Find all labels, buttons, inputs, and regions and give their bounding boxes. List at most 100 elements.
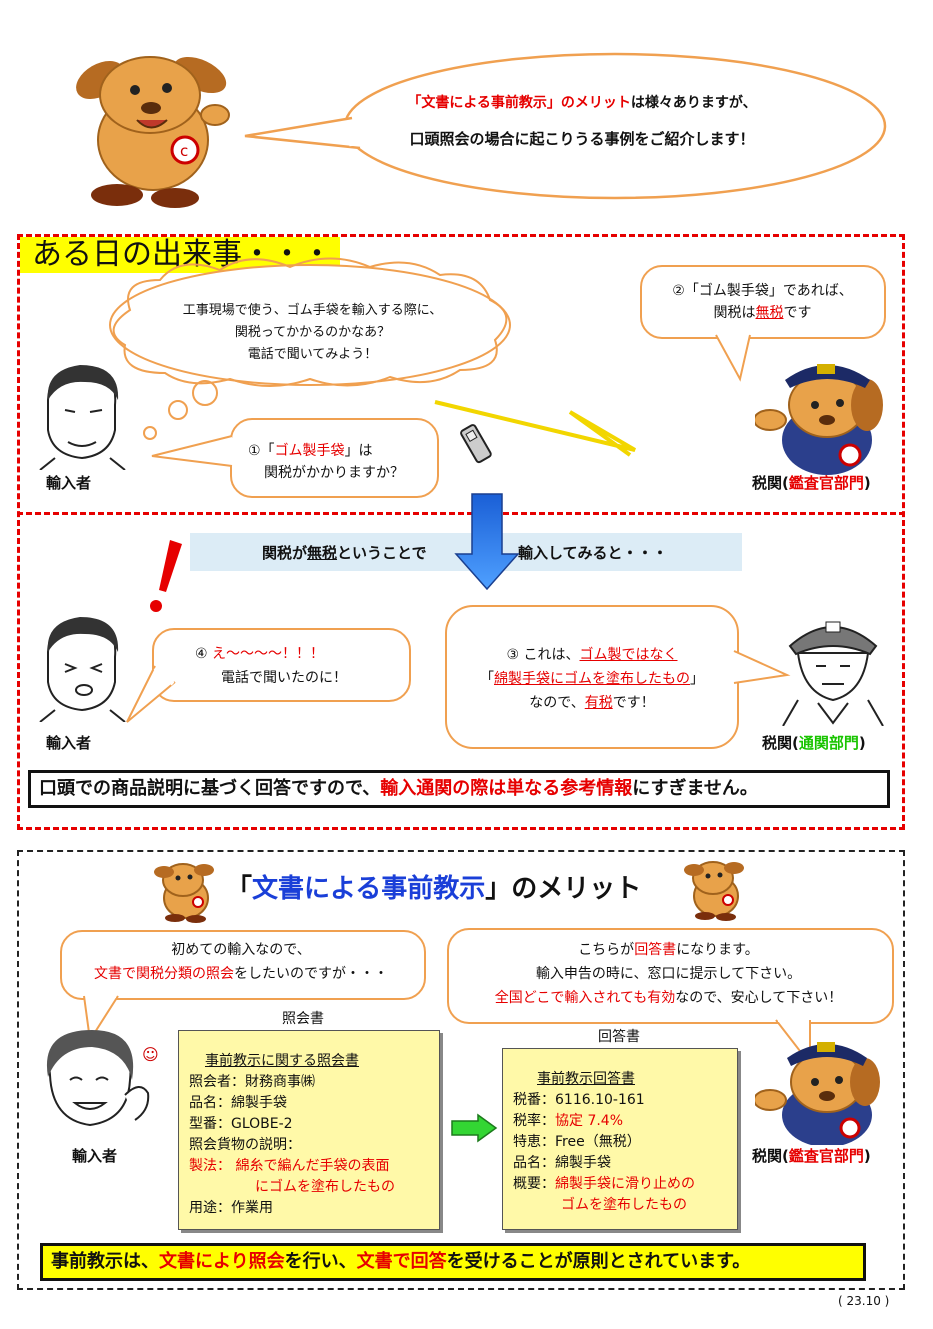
summary-red: 輸入通関の際は単なる参考情報 [380, 778, 633, 799]
answer-heading: 事前教示回答書 [537, 1071, 635, 1087]
principle-post: を受けることが原則とされています。 [446, 1251, 751, 1272]
exclaim-4-text: ④ え～～～～！！！ 電話で聞いたのに！ [195, 642, 347, 690]
svg-text:☺: ☺ [142, 1045, 159, 1064]
a2-red: 無税 [755, 305, 784, 321]
bubble4-tail [126, 665, 176, 723]
exclaim-bubble-4 [152, 628, 411, 702]
customs-mascot-1 [753, 350, 890, 475]
customs-label-1-pre: 税関( [752, 474, 789, 492]
left-bubble-line1: 初めての輸入なので、 [171, 942, 311, 958]
intro-line1: 「文書による事前教示」のメリットは様々ありますが、 [352, 92, 812, 112]
title-mascot-right [680, 856, 750, 921]
thought-text: 工事現場で使う、ゴム手袋を輸入する際に、 関税ってかかるのかなあ？ 電話で聞いて… [140, 300, 485, 366]
left-bubble-red: 文書で関税分類の照会 [94, 966, 234, 982]
a3-line2-post: 」 [690, 671, 704, 687]
answer-delivery-bubble [447, 928, 894, 1024]
title-q2: 」 [485, 874, 512, 904]
q4-red: え～～～～！！！ [212, 646, 325, 662]
answer-2-text: ②「ゴム製手袋」であれば、 関税は無税です [650, 280, 875, 324]
inquiry-row: 型番：GLOBE-2 [189, 1116, 293, 1132]
a3-line1-pre: ③ これは、 [506, 647, 580, 663]
inquiry-row: 照会者：財務商事㈱ [189, 1074, 315, 1090]
right-bubble-pre: こちらが [578, 942, 635, 958]
a3-line3-pre: なので、 [529, 695, 585, 711]
importer-face-2 [30, 612, 130, 723]
right-bubble-line3-post: なので、安心して下さい！ [675, 990, 843, 1006]
answer-row: 特恵：Free（無税） [513, 1134, 641, 1150]
a2-line1: ②「ゴム製手袋」であれば、 [672, 283, 853, 299]
exclamation-icon [150, 540, 182, 612]
importer-label-2: 輸入者 [46, 734, 92, 752]
importer-woman-face: ☺ [30, 1025, 170, 1143]
answer-bubble-3 [445, 605, 739, 749]
answer-bubble-2 [640, 265, 886, 339]
oral-summary-box: 口頭での商品説明に基づく回答ですので、輸入通関の際は単なる参考情報にすぎません。 [28, 770, 890, 808]
q4-line2: 電話で聞いたのに！ [221, 670, 347, 686]
answer-summary-line1: 綿製手袋に滑り止めの [555, 1176, 695, 1192]
right-bubble-post: になります。 [676, 942, 759, 958]
answer-document: 事前教示回答書 税番：6116.10-161 税率：協定 7.4% 特恵：Fre… [502, 1048, 738, 1230]
right-bubble-line2: 輸入申告の時に、窓口に提示して下さい。 [535, 966, 802, 982]
inquiry-method-line1: 綿糸で編んだ手袋の表面 [231, 1158, 390, 1174]
page-version: ( 23.10 ) [838, 1294, 890, 1308]
customs-label-3: 税関(鑑査官部門) [752, 1145, 871, 1166]
thought-line-1: 工事現場で使う、ゴム手袋を輸入する際に、 [182, 303, 443, 318]
band-text-left: 関税が無税ということで [262, 542, 427, 563]
a2-pre: 関税は [713, 305, 756, 321]
principle-box: 事前教示は、文書により照会を行い、文書で回答を受けることが原則とされています。 [40, 1243, 866, 1281]
inquiry-row: 品名：綿製手袋 [189, 1095, 287, 1111]
customs-label-2-pre: 税関( [762, 734, 799, 752]
thought-line-3: 電話で聞いてみよう！ [247, 347, 378, 362]
title-main: 文書による事前教示 [252, 874, 486, 904]
intro-line1-rest: は様々ありますが、 [630, 95, 757, 111]
right-bubble-red: 回答書 [634, 942, 677, 958]
inquiry-method-label: 製法： [189, 1158, 231, 1174]
section1-divider [17, 512, 905, 515]
bubble1-tail [151, 435, 233, 467]
customs-label-1-post: ) [863, 474, 871, 492]
answer-summary-label: 概要： [513, 1176, 555, 1192]
q1-line2: 関税がかかりますか？ [264, 465, 404, 481]
inquiry-request-bubble [60, 930, 426, 1000]
q1-pre: ①「 [248, 443, 275, 459]
phone-line [434, 400, 637, 464]
down-arrow-icon [454, 493, 520, 591]
a3-line3-post: です！ [612, 695, 655, 711]
summary-pre: 口頭での商品説明に基づく回答ですので、 [39, 778, 381, 799]
customs-label-1: 税関(鑑査官部門) [752, 472, 871, 493]
customs-label-3-pre: 税関( [752, 1147, 789, 1165]
bubble3-tail [732, 650, 791, 684]
inquiry-document: 事前教示に関する照会書 照会者：財務商事㈱ 品名：綿製手袋 型番：GLOBE-2… [178, 1030, 440, 1230]
importer-label-1: 輸入者 [46, 474, 92, 492]
principle-pre: 事前教示は、 [51, 1251, 159, 1272]
inquiry-row: 照会貨物の説明： [189, 1137, 301, 1153]
principle-red2: 文書で回答 [356, 1251, 447, 1272]
right-arrow-icon [451, 1113, 498, 1143]
summary-post: にすぎません。 [632, 778, 758, 799]
intro-mascot: c [55, 40, 245, 210]
thought-line-2: 関税ってかかるのかなあ？ [234, 325, 391, 340]
q1-post: 」は [344, 443, 373, 459]
intro-line1-red: 「文書による事前教示」のメリット [407, 95, 631, 111]
left-bubble-post: をしたいのですが・・・ [234, 966, 388, 982]
section2-frame [17, 850, 905, 1290]
importer-face-1 [30, 360, 130, 471]
customs-officer-face [778, 608, 888, 727]
customs-label-2: 税関(通関部門) [762, 732, 866, 753]
principle-red1: 文書により照会 [159, 1251, 285, 1272]
q4-pre: ④ [195, 646, 213, 662]
answer-row: 税番：6116.10-161 [513, 1092, 645, 1108]
a3-line3-red: 有税 [584, 695, 613, 711]
answer-delivery-text: こちらが回答書になります。 輸入申告の時に、窓口に提示して下さい。 全国どこで輸… [452, 938, 885, 1010]
customs-label-3-red: 鑑査官部門 [788, 1147, 864, 1165]
answer-rate-label: 税率： [513, 1113, 555, 1129]
thought-cloud [109, 257, 511, 440]
band-text-right: 輸入してみると・・・ [518, 544, 668, 562]
a2-post: です [783, 305, 812, 321]
band-mid: ということで [337, 544, 427, 562]
answer-caption: 回答書 [598, 1029, 640, 1045]
answer-rate-value: 協定 7.4% [555, 1113, 624, 1129]
q1-red: ゴム製手袋 [274, 443, 345, 459]
inquiry-method-line2: にゴムを塗布したもの [255, 1179, 395, 1195]
intro-bubble [244, 52, 887, 200]
